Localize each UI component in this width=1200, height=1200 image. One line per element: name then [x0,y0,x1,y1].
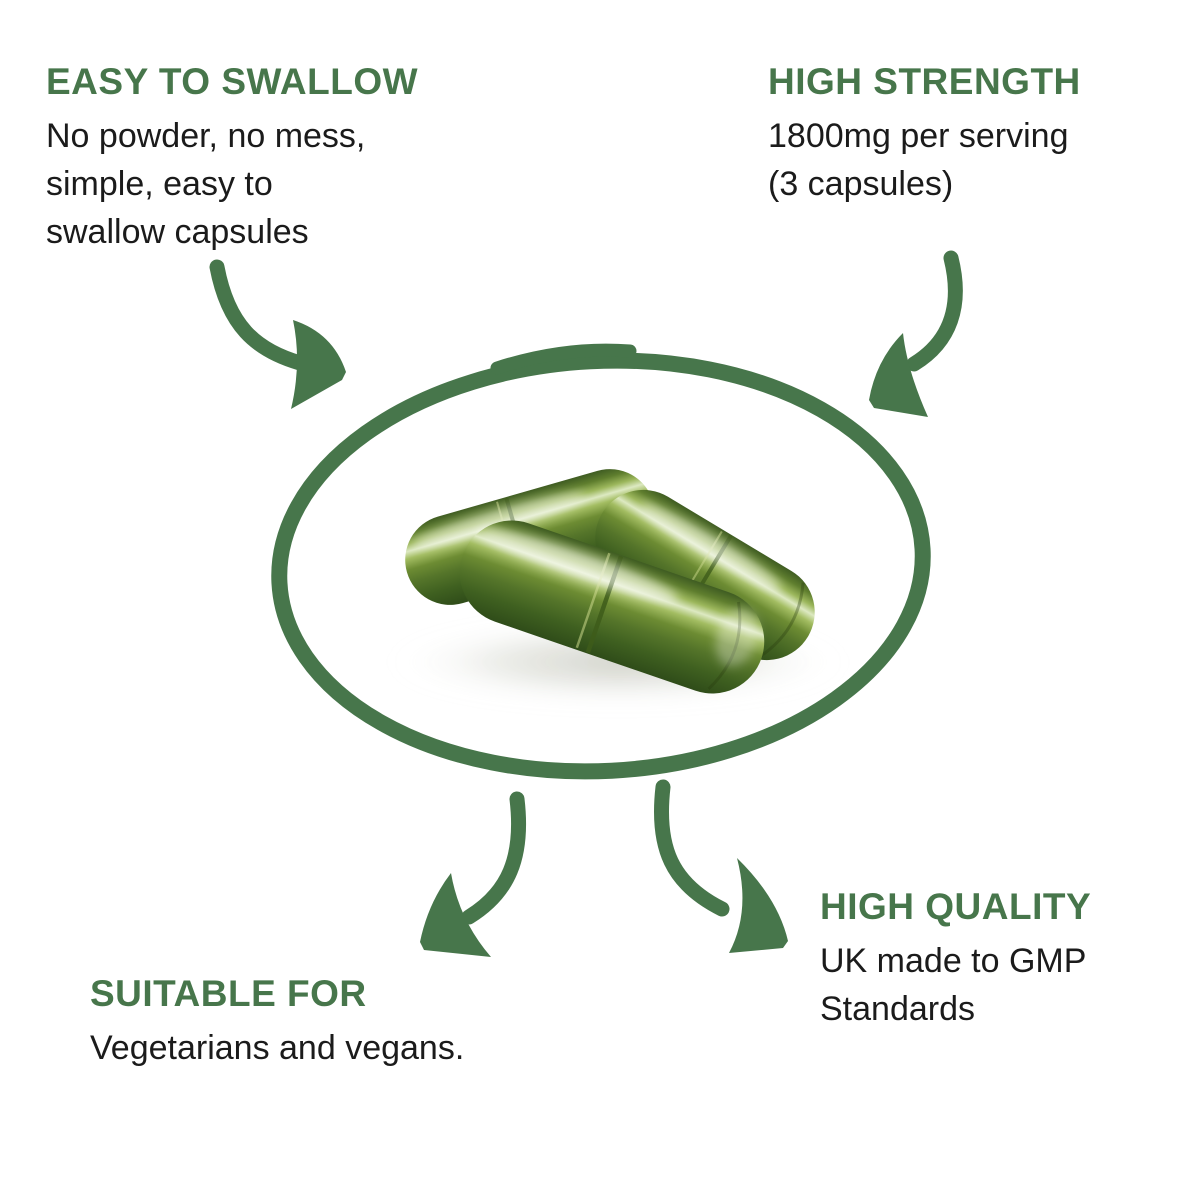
arrow-head [420,873,491,957]
feature-line: simple, easy to [46,165,273,203]
feature-easy-to-swallow: EASY TO SWALLOW No powder, no mess, simp… [46,60,418,256]
feature-title: HIGH QUALITY [820,886,1092,927]
feature-line: Standards [820,990,975,1028]
arrow-bottom-right [653,779,788,953]
feature-line: swallow capsules [46,213,309,251]
arrow-top-left [209,259,346,409]
arrow-bottom-left [420,791,527,957]
feature-suitable-for: SUITABLE FOR Vegetarians and vegans. [90,972,464,1072]
feature-high-quality: HIGH QUALITY UK made to GMP Standards [820,885,1091,1033]
circle-sketch [271,343,931,780]
arrow-head [291,320,346,409]
arrow-head [869,333,928,417]
arrow-top-right [869,250,963,417]
arrow-head [729,858,788,953]
feature-high-strength: HIGH STRENGTH 1800mg per serving (3 caps… [768,60,1081,208]
feature-line: UK made to GMP [820,942,1087,980]
capsule-front [459,520,765,694]
feature-line: No powder, no mess, [46,117,366,155]
feature-line: (3 capsules) [768,165,954,203]
capsules-photo [390,469,846,706]
feature-line: 1800mg per serving [768,117,1069,155]
feature-title: HIGH STRENGTH [768,61,1081,102]
feature-line: Vegetarians and vegans. [90,1029,465,1067]
feature-title: EASY TO SWALLOW [46,61,419,102]
feature-title: SUITABLE FOR [90,973,367,1014]
circle-overlap-stroke [490,343,637,375]
